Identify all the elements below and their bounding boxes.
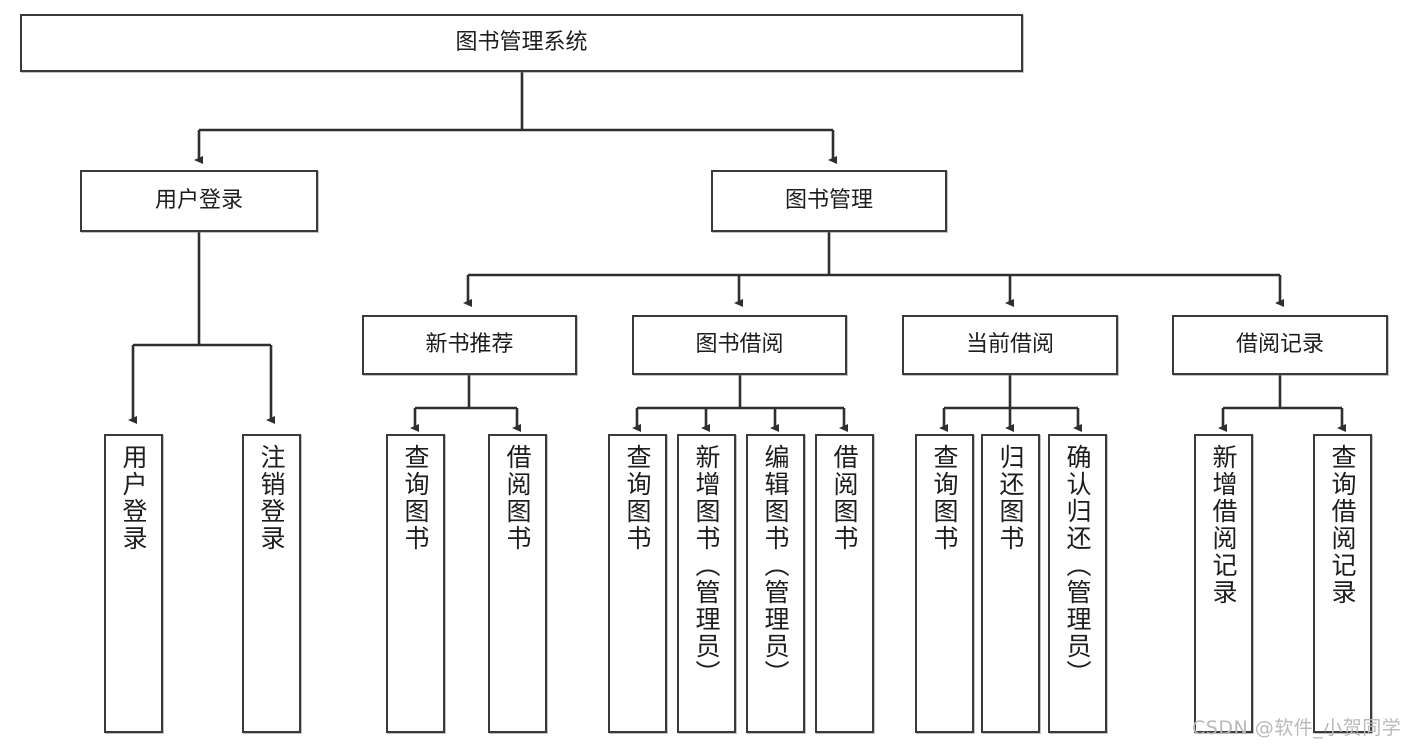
node-label: 借阅记录 [1235,332,1324,358]
node-label: 图书管理系统 [455,30,588,56]
node-label: 用户登录 [119,444,148,552]
node-label: 查询借阅记录 [1328,444,1357,606]
node-leaf-borrow-book-recommend[interactable]: 借阅图书 [488,434,547,733]
node-leaf-user-login[interactable]: 用户登录 [104,434,163,733]
node-leaf-confirm-return-admin[interactable]: 确认归还（管理员） [1048,434,1107,733]
node-label: 新书推荐 [425,332,514,358]
node-label: 查询图书 [930,444,959,552]
node-leaf-add-borrow-record[interactable]: 新增借阅记录 [1194,434,1253,733]
node-leaf-logout-login[interactable]: 注销登录 [242,434,301,733]
node-user-login[interactable]: 用户登录 [80,170,318,232]
node-book-management[interactable]: 图书管理 [711,170,947,232]
node-label: 借阅图书 [830,444,859,552]
node-root-book-management-system[interactable]: 图书管理系统 [20,14,1023,72]
node-label: 查询图书 [401,444,430,552]
node-label: 图书管理 [784,188,873,214]
node-label: 注销登录 [257,444,286,552]
node-current-borrow[interactable]: 当前借阅 [902,315,1118,375]
node-label: 查询图书 [623,444,652,552]
node-leaf-borrow-book-borrow[interactable]: 借阅图书 [815,434,874,733]
node-leaf-query-book-current[interactable]: 查询图书 [915,434,974,733]
node-label: 归还图书 [996,444,1025,552]
node-label: 用户登录 [154,188,243,214]
node-leaf-query-book-borrow[interactable]: 查询图书 [608,434,667,733]
node-label: 借阅图书 [503,444,532,552]
node-leaf-edit-book-admin[interactable]: 编辑图书（管理员） [746,434,805,733]
node-label: 确认归还（管理员） [1063,444,1092,687]
node-label: 新增借阅记录 [1209,444,1238,606]
node-leaf-query-book-recommend[interactable]: 查询图书 [386,434,445,733]
node-leaf-add-book-admin[interactable]: 新增图书（管理员） [677,434,736,733]
node-label: 编辑图书（管理员） [761,444,790,687]
node-label: 当前借阅 [965,332,1054,358]
node-borrow-record[interactable]: 借阅记录 [1172,315,1388,375]
node-leaf-return-book[interactable]: 归还图书 [981,434,1040,733]
node-label: 新增图书（管理员） [692,444,721,687]
node-book-borrow[interactable]: 图书借阅 [632,315,847,375]
csdn-watermark: CSDN @软件_小贺同学 [1192,717,1402,739]
node-new-book-recommend[interactable]: 新书推荐 [362,315,577,375]
node-label: 图书借阅 [695,332,784,358]
node-leaf-query-borrow-record[interactable]: 查询借阅记录 [1313,434,1372,733]
